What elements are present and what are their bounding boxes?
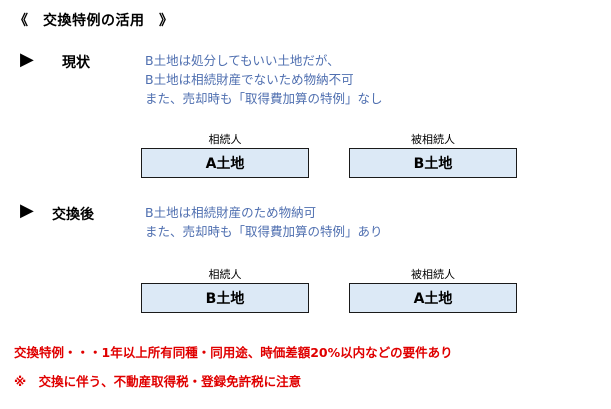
triangle-marker-icon: ▶ [20, 49, 34, 70]
section-label-after: 交換後 [52, 207, 94, 223]
heir-caption: 相続人 [208, 133, 242, 146]
exchange-requirements-note: 交換特例・・・1年以上所有同種・同用途、時価差額20%以内などの要件あり [14, 345, 453, 360]
decedent-land-box: B土地 [349, 148, 517, 178]
description-line: B土地は相続財産でないため物納不可 [145, 72, 354, 87]
heir-land-box: A土地 [141, 148, 309, 178]
description-line: また、売却時も「取得費加算の特例」あり [145, 224, 383, 239]
decedent-land-box: A土地 [349, 283, 517, 313]
description-line: B土地は相続財産のため物納可 [145, 205, 317, 220]
heir-land-box: B土地 [141, 283, 309, 313]
section-description: B土地は処分してもいい土地だが、 B土地は相続財産でないため物納不可 また、売却… [145, 51, 383, 108]
description-line: また、売却時も「取得費加算の特例」なし [145, 91, 383, 106]
section-description: B土地は相続財産のため物納可 また、売却時も「取得費加算の特例」あり [145, 203, 383, 241]
page-title: 《 交換特例の活用 》 [14, 13, 174, 29]
triangle-marker-icon: ▶ [20, 200, 34, 221]
tax-warning-note: ※ 交換に伴う、不動産取得税・登録免許税に注意 [14, 374, 302, 389]
heir-caption: 相続人 [208, 268, 242, 281]
decedent-caption: 被相続人 [411, 133, 455, 146]
section-label-current: 現状 [62, 55, 90, 71]
description-line: B土地は処分してもいい土地だが、 [145, 53, 340, 68]
decedent-caption: 被相続人 [411, 268, 455, 281]
